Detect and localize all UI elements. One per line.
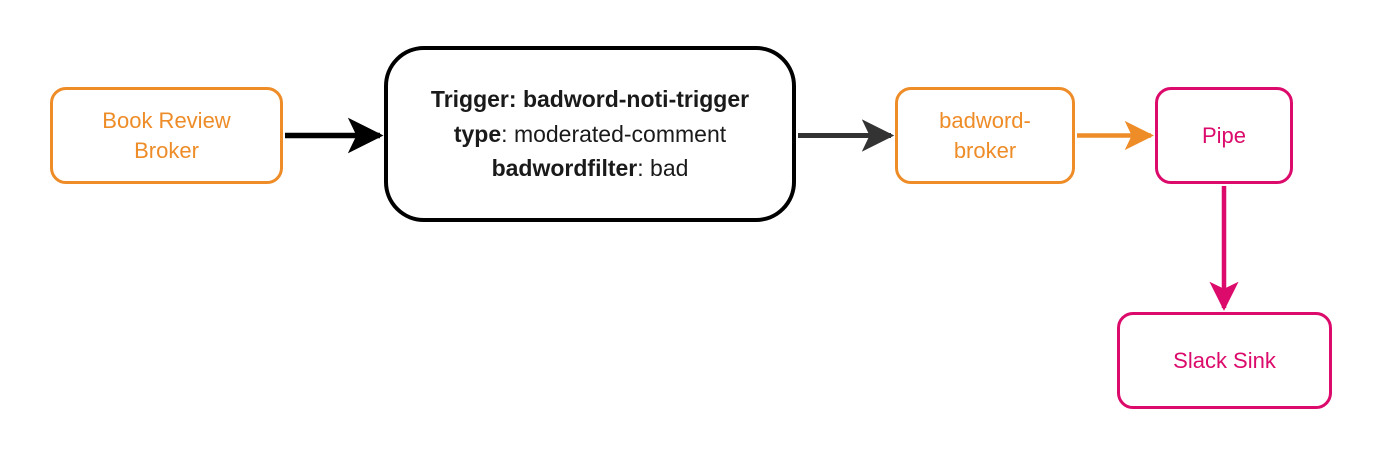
trigger-name-value: badword-noti-trigger <box>522 86 750 113</box>
node-book-review-broker-label-line1: Book Review <box>102 108 231 134</box>
node-badword-broker-label-line2: broker <box>953 137 1017 163</box>
node-pipe-label: Pipe <box>1201 122 1247 148</box>
trigger-line-name: Trigger: badword-noti-trigger <box>431 82 749 117</box>
trigger-type-value: moderated-comment <box>513 120 727 147</box>
node-pipe[interactable]: Pipe <box>1155 87 1293 184</box>
node-slack-sink[interactable]: Slack Sink <box>1117 312 1332 409</box>
node-trigger-badword-noti-trigger[interactable]: Trigger: badword-noti-trigger type: mode… <box>384 46 796 222</box>
trigger-type-separator: : <box>501 120 514 147</box>
trigger-line-type: type: moderated-comment <box>431 117 749 152</box>
trigger-type-key: type <box>453 120 502 147</box>
node-badword-broker[interactable]: badword- broker <box>895 87 1075 184</box>
trigger-badwordfilter-key: badwordfilter <box>491 155 638 182</box>
node-book-review-broker-label-line2: Broker <box>134 137 199 163</box>
node-book-review-broker[interactable]: Book Review Broker <box>50 87 283 184</box>
trigger-badwordfilter-value: bad <box>650 155 689 182</box>
trigger-line-badwordfilter: badwordfilter: bad <box>431 151 749 186</box>
trigger-name-key: Trigger: <box>430 86 517 113</box>
node-badword-broker-label-line1: badword- <box>939 108 1031 134</box>
node-slack-sink-label: Slack Sink <box>1173 347 1276 373</box>
trigger-badwordfilter-separator: : <box>637 155 651 182</box>
